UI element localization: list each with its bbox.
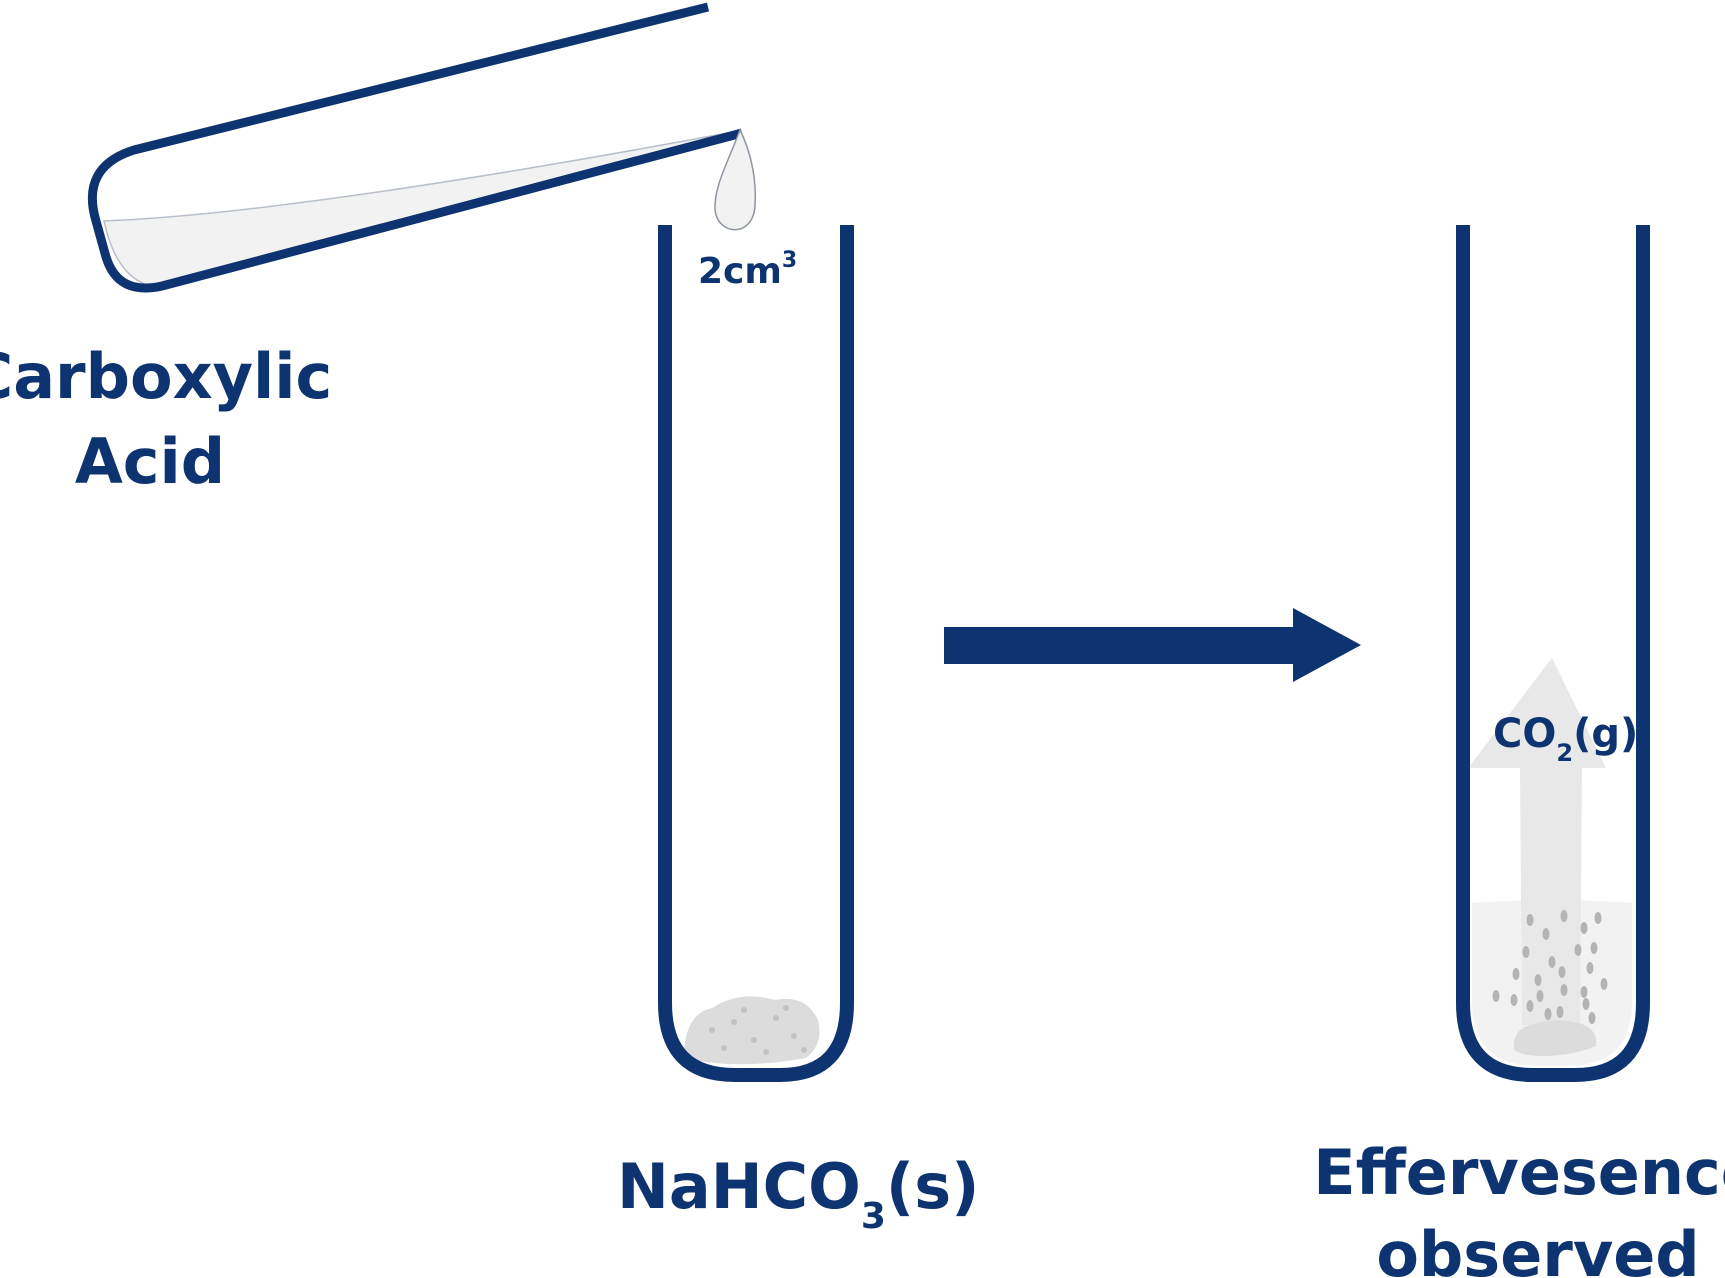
product-solid (1513, 1020, 1597, 1056)
result-label-line2: observed (1376, 1218, 1699, 1278)
gas-label: CO2(g) (1493, 711, 1638, 767)
reaction-arrow (944, 608, 1361, 682)
result-label-line1: Effervesence (1313, 1136, 1725, 1209)
acid-label-line1: Carboxylic (0, 340, 332, 413)
reagent-label: NaHCO3(s) (617, 1150, 979, 1237)
product-test-tube (1456, 225, 1650, 1082)
product-tube-glass (1456, 225, 1650, 1082)
acid-label-line2: Acid (75, 425, 225, 498)
acid-droplet (714, 128, 757, 231)
volume-label: 2cm3 (698, 248, 797, 292)
acid-liquid (103, 130, 739, 288)
reagent-test-tube (658, 225, 854, 1082)
pouring-test-tube (87, 2, 757, 293)
reagent-solid (684, 996, 820, 1065)
pouring-tube-glass (87, 2, 744, 293)
gas-bubbles (1492, 910, 1608, 1024)
gas-arrow (1468, 658, 1606, 1025)
solid-speckles (709, 1005, 807, 1055)
reagent-tube-glass (658, 225, 854, 1082)
